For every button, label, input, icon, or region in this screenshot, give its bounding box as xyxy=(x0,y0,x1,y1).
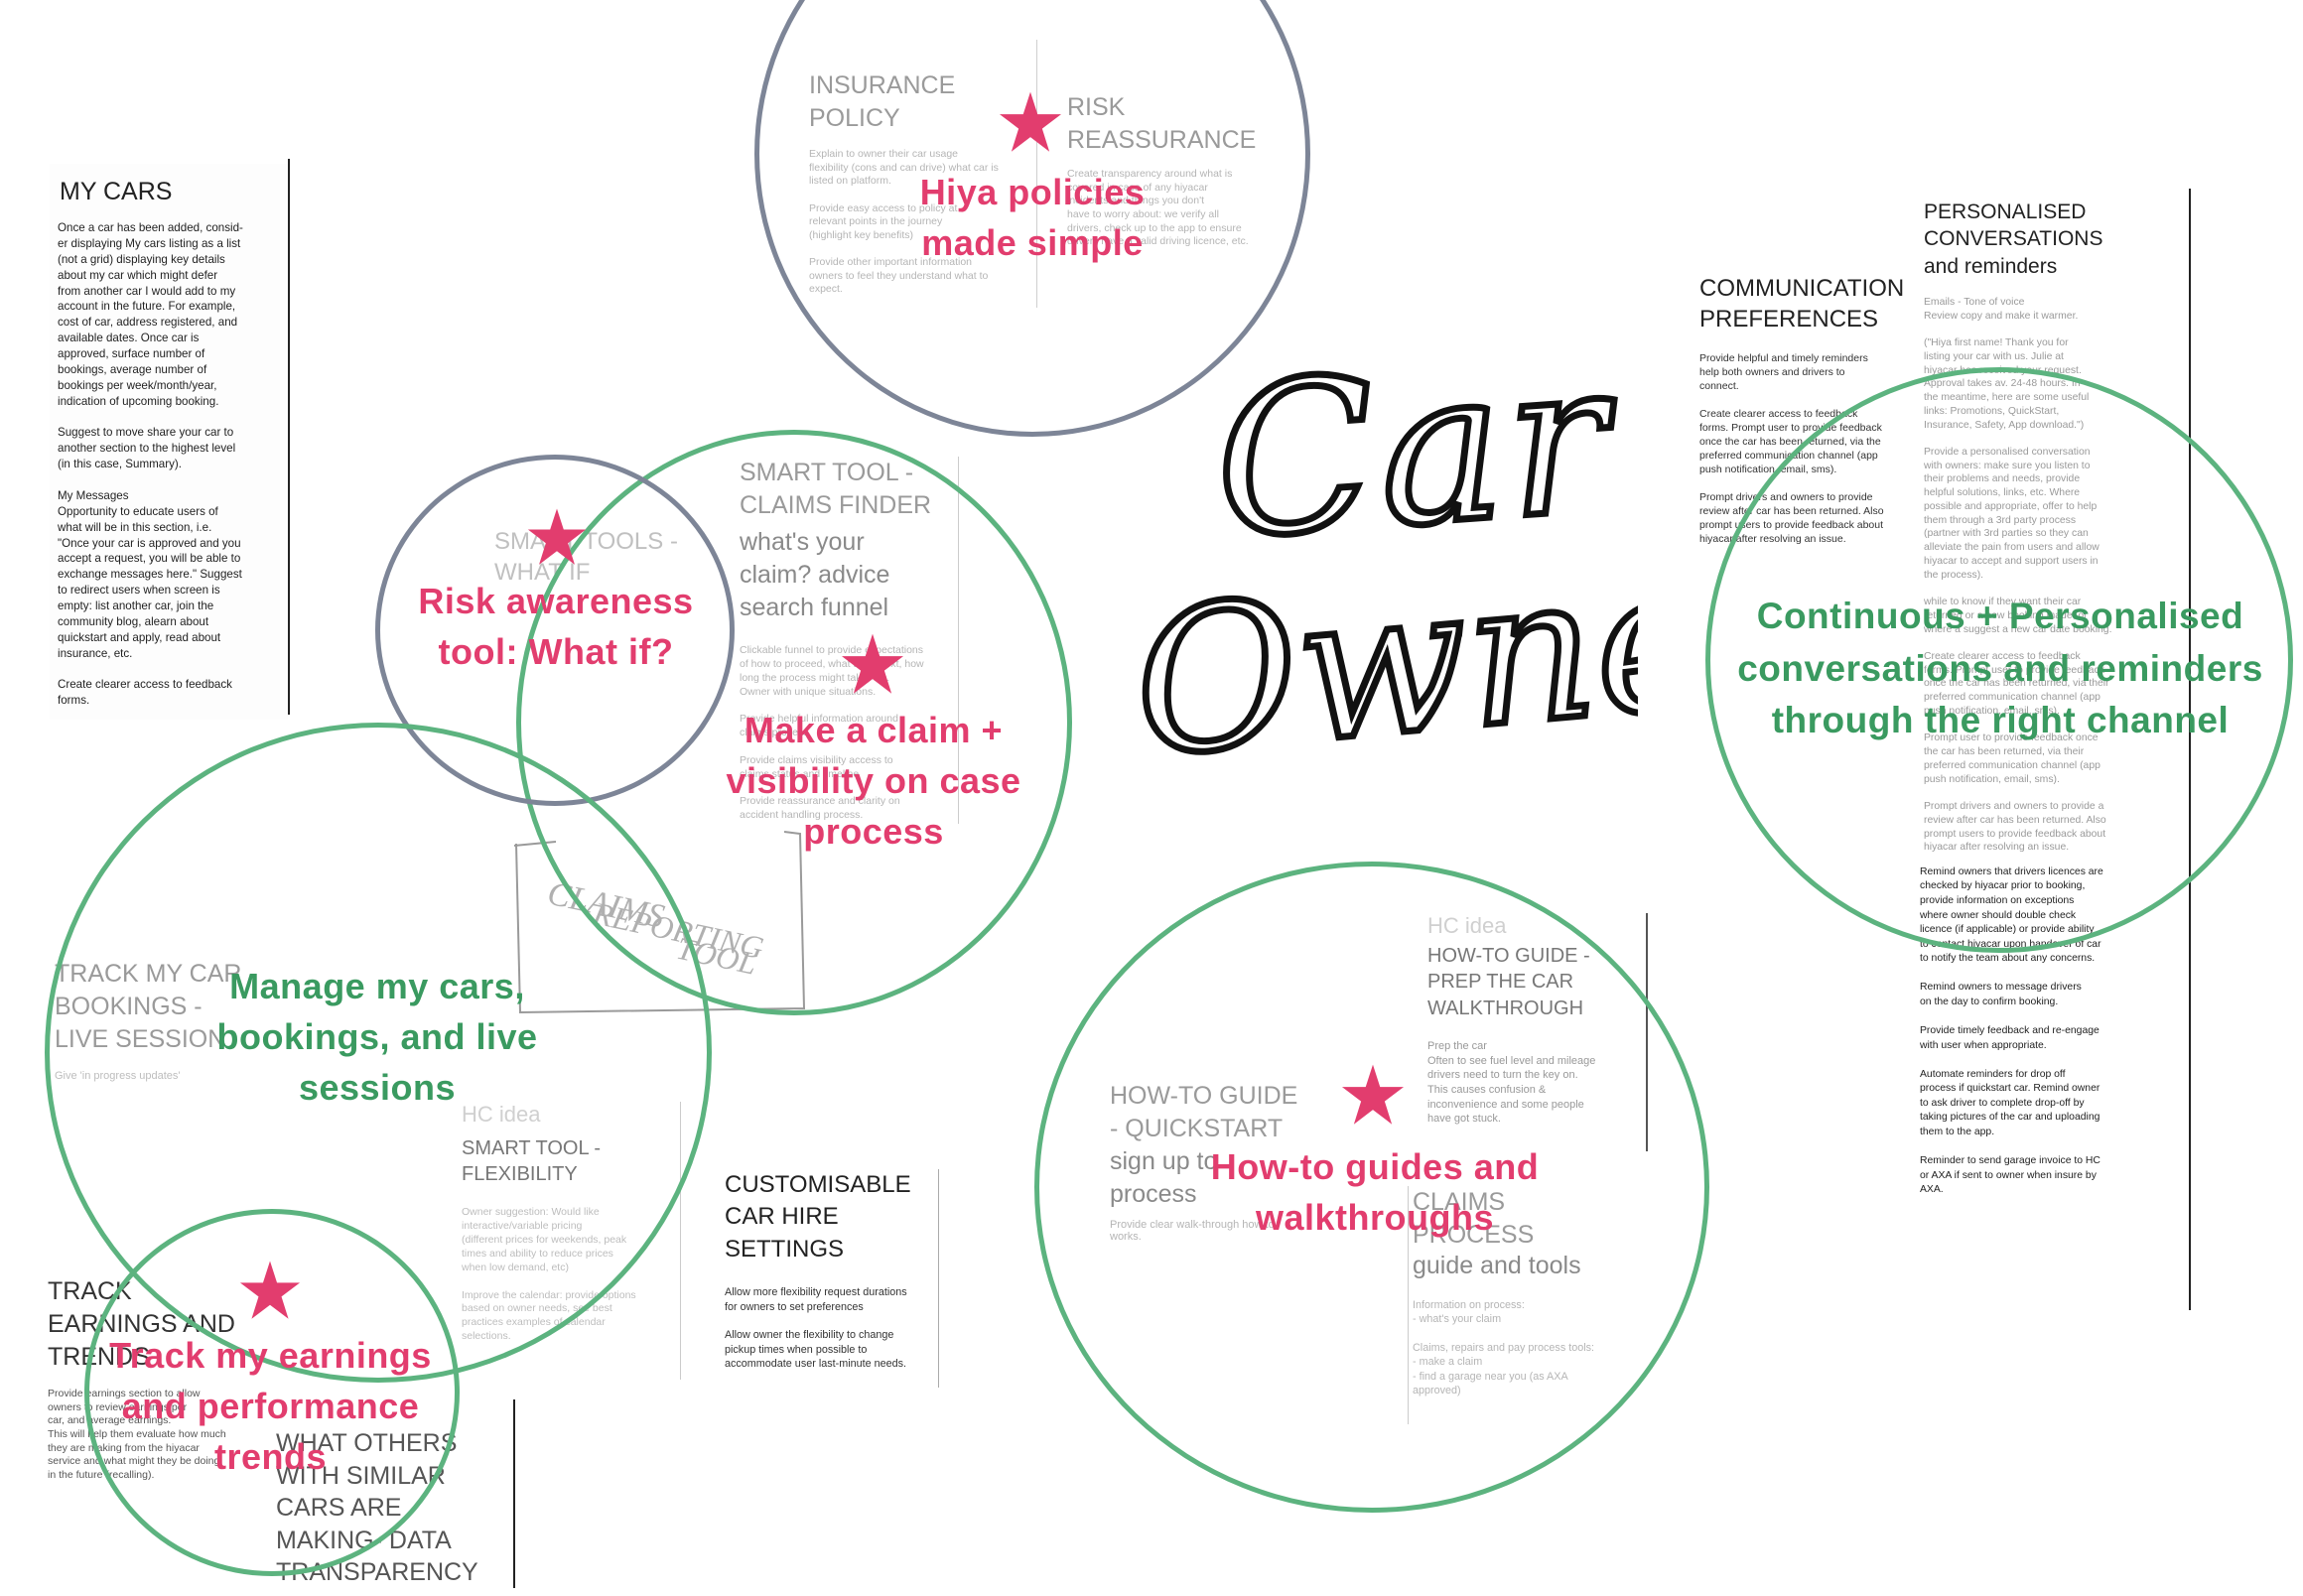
label-how-to: How-to guides and walkthroughs xyxy=(1210,1146,1540,1239)
card-personalised-conversations-title: PERSONALISED CONVERSATIONS and reminders xyxy=(1924,200,2103,278)
circle-track-earnings xyxy=(84,1209,460,1576)
card-my-cars-body: Once a car has been added, consid- er di… xyxy=(58,221,243,708)
label-track-earnings: Track my earnings and performance trends xyxy=(109,1335,432,1478)
title-owner: Owner xyxy=(1126,512,1638,802)
label-risk-awareness: Risk awareness tool: What if? xyxy=(418,581,694,673)
star-icon xyxy=(1341,1064,1405,1125)
circle-continuous xyxy=(1705,367,2293,953)
star-icon xyxy=(527,508,587,565)
car-owner-title: Car Owner xyxy=(1122,337,1638,804)
label-continuous: Continuous + Personalised conversations … xyxy=(1737,596,2263,741)
circle-how-to xyxy=(1034,862,1709,1513)
card-my-cars-rule xyxy=(288,159,290,715)
star-icon xyxy=(841,633,904,694)
card-communication-preferences-title: COMMUNICATION PREFERENCES xyxy=(1699,275,1905,333)
title-car: Car xyxy=(1207,337,1625,586)
card-customisable-title: CUSTOMISABLE CAR HIRE SETTINGS xyxy=(725,1171,911,1263)
card-customisable: CUSTOMISABLE CAR HIRE SETTINGS Allow mor… xyxy=(725,1169,939,1388)
card-my-cars-title: MY CARS xyxy=(60,178,173,205)
card-customisable-body: Allow more flexibility request durations… xyxy=(725,1286,907,1370)
label-manage-cars: Manage my cars, bookings, and live sessi… xyxy=(216,966,538,1109)
label-make-claim: Make a claim + visibility on case proces… xyxy=(726,710,1021,853)
label-hiya-policies: Hiya policies made simple xyxy=(919,172,1146,264)
star-icon xyxy=(239,1261,301,1319)
what-others-rule xyxy=(513,1399,515,1588)
star-icon xyxy=(999,91,1062,152)
card-my-cars: MY CARS Once a car has been added, consi… xyxy=(50,164,288,720)
